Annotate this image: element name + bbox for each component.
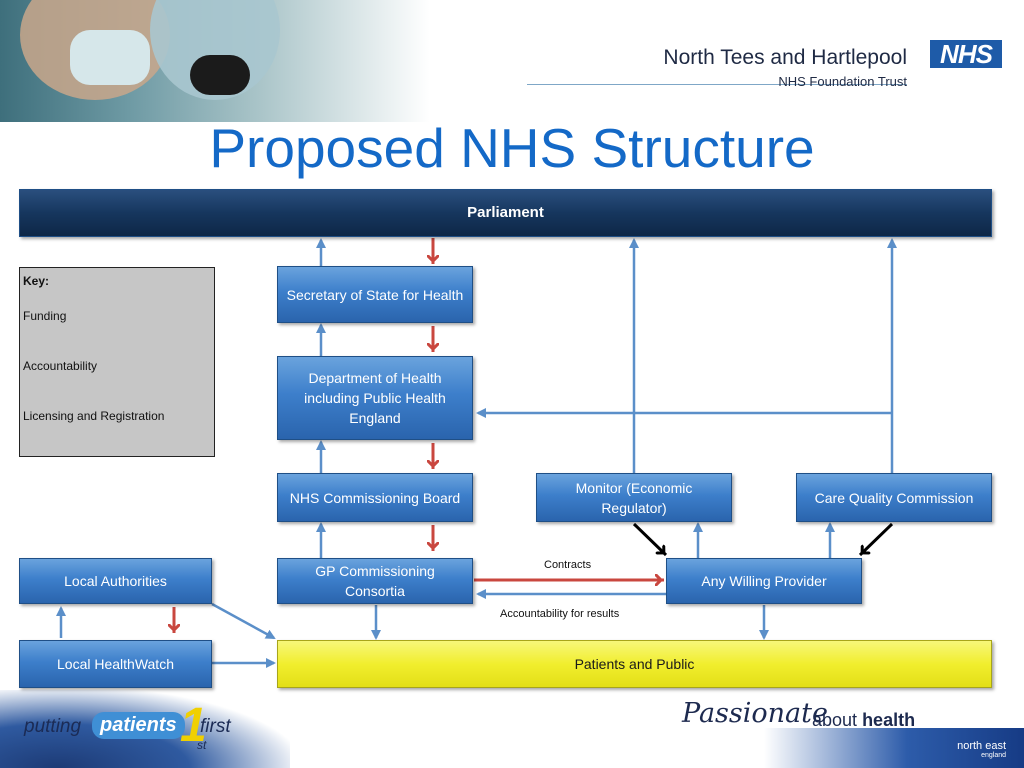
slide-title: Proposed NHS Structure [209, 117, 815, 179]
nhs-commissioning-board-box: NHS Commissioning Board [277, 473, 473, 522]
surgical-mask [70, 30, 150, 85]
care-quality-commission-box: Care Quality Commission [796, 473, 992, 522]
about-health-text: about health [812, 710, 915, 731]
key-heading: Key: [23, 274, 50, 288]
logo-st: st [197, 738, 207, 752]
licensing-cqc-to-awp [858, 522, 894, 557]
health-word: health [862, 710, 916, 730]
monitor-box: Monitor (Economic Regulator) [536, 473, 732, 522]
patients-and-public-box: Patients and Public [277, 640, 992, 688]
any-willing-provider-box: Any Willing Provider [666, 558, 862, 604]
gp-commissioning-consortia-box: GP Commissioning Consortia [277, 558, 473, 604]
north-east-band [764, 728, 1024, 768]
logo-patients: patients [92, 712, 185, 739]
key-licensing-label: Licensing and Registration [23, 409, 165, 423]
logo-first: first [200, 716, 231, 737]
department-of-health-box: Department of Health including Public He… [277, 356, 473, 440]
passionate-script: Passionate [682, 698, 828, 729]
key-accountability-label: Accountability [23, 359, 98, 373]
trust-name: North Tees and Hartlepool [663, 46, 907, 69]
parliament-box: Parliament [19, 189, 992, 237]
about-word: about [812, 710, 858, 730]
diagram-key: Key: Funding Accountability Licensing an… [19, 267, 215, 457]
england-text: england [981, 752, 1006, 759]
logo-putting: putting [24, 716, 82, 737]
local-authorities-box: Local Authorities [19, 558, 212, 604]
key-funding-label: Funding [23, 309, 67, 323]
accountability-for-results-label: Accountability for results [500, 608, 620, 620]
arrow-la-to-patients [211, 602, 276, 640]
local-healthwatch-box: Local HealthWatch [19, 640, 212, 688]
secretary-of-state-box: Secretary of State for Health [277, 266, 473, 323]
logo-one: 1 [180, 699, 207, 752]
trust-divider [527, 84, 907, 85]
surgeons-photo [0, 0, 430, 122]
contracts-label: Contracts [544, 559, 592, 571]
north-east-text: north east [957, 740, 1006, 752]
trust-subtitle: NHS Foundation Trust [778, 74, 907, 89]
loupe-glasses [190, 55, 250, 95]
licensing-monitor-to-awp [632, 522, 668, 557]
nhs-logo: NHS [930, 40, 1002, 68]
